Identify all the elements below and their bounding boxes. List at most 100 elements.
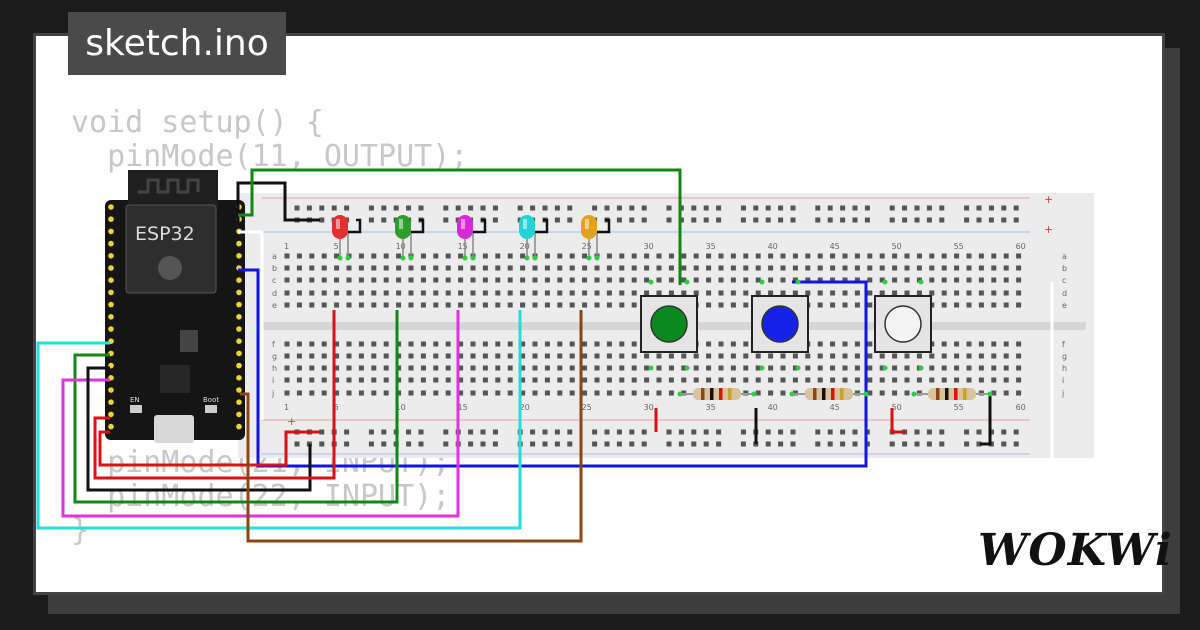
hole xyxy=(743,365,749,371)
hole xyxy=(445,341,451,347)
boot-label: Boot xyxy=(203,396,219,404)
rail-hole xyxy=(914,429,920,435)
file-tab[interactable]: sketch.ino xyxy=(68,12,286,75)
hole xyxy=(420,377,426,383)
hole xyxy=(334,253,340,259)
button-cap[interactable] xyxy=(650,305,688,343)
hole xyxy=(482,377,488,383)
hole xyxy=(532,302,538,308)
hole xyxy=(730,353,736,359)
hole xyxy=(817,341,823,347)
hole xyxy=(1003,302,1009,308)
boot-button[interactable] xyxy=(205,405,217,413)
hole xyxy=(582,377,588,383)
rail-hole xyxy=(827,441,833,447)
hole xyxy=(594,390,600,396)
hole xyxy=(1003,265,1009,271)
pin xyxy=(108,277,114,284)
hole xyxy=(792,265,798,271)
hole xyxy=(916,265,922,271)
button-pin xyxy=(648,365,654,371)
hole xyxy=(334,377,340,383)
hole xyxy=(954,365,960,371)
hole xyxy=(396,302,402,308)
rail-hole xyxy=(740,205,746,211)
rail-hole xyxy=(964,217,970,223)
resistor[interactable] xyxy=(911,388,993,400)
rail-hole xyxy=(406,441,412,447)
hole xyxy=(644,365,650,371)
hole xyxy=(842,277,848,283)
hole xyxy=(854,353,860,359)
pushbutton-white[interactable] xyxy=(874,279,932,371)
hole xyxy=(396,290,402,296)
hole xyxy=(507,365,513,371)
rail-hole xyxy=(964,205,970,211)
hole xyxy=(396,253,402,259)
button-pin xyxy=(918,279,924,285)
hole xyxy=(383,341,389,347)
resistor[interactable] xyxy=(677,388,757,400)
pushbutton-green[interactable] xyxy=(640,279,698,371)
hole xyxy=(532,265,538,271)
resistor-band xyxy=(719,388,723,400)
hole xyxy=(892,390,898,396)
hole xyxy=(706,377,712,383)
hole xyxy=(532,341,538,347)
rail-hole xyxy=(976,205,982,211)
hole xyxy=(941,265,947,271)
pin xyxy=(108,399,114,406)
rail-hole xyxy=(703,205,709,211)
led-orange[interactable] xyxy=(581,215,611,261)
led-red[interactable] xyxy=(332,215,362,261)
rail-hole xyxy=(641,205,647,211)
hole xyxy=(718,253,724,259)
resistor-band xyxy=(822,388,826,400)
resistor-body xyxy=(805,388,853,400)
led-cyan[interactable] xyxy=(519,215,549,261)
rail-hole xyxy=(492,217,498,223)
hole xyxy=(408,265,414,271)
hole xyxy=(358,277,364,283)
rail-hole xyxy=(1001,205,1007,211)
rail-hole xyxy=(827,205,833,211)
hole xyxy=(842,341,848,347)
pushbutton-blue[interactable] xyxy=(751,279,809,371)
hole xyxy=(507,302,513,308)
hole xyxy=(321,277,327,283)
hole xyxy=(321,302,327,308)
hole xyxy=(433,290,439,296)
pin xyxy=(108,289,114,296)
hole xyxy=(954,341,960,347)
hole xyxy=(520,377,526,383)
hole xyxy=(445,390,451,396)
hole xyxy=(830,265,836,271)
led-magenta[interactable] xyxy=(457,215,487,261)
wire-black-short xyxy=(980,396,992,446)
button-cap[interactable] xyxy=(761,305,799,343)
button-pin xyxy=(759,279,765,285)
resistor[interactable] xyxy=(789,388,869,400)
hole xyxy=(631,290,637,296)
hole xyxy=(520,302,526,308)
led-green[interactable] xyxy=(395,215,425,261)
led-highlight xyxy=(585,219,589,229)
hole xyxy=(408,277,414,283)
hole xyxy=(916,290,922,296)
hole xyxy=(706,265,712,271)
hole xyxy=(606,265,612,271)
button-cap[interactable] xyxy=(884,305,922,343)
wire-red xyxy=(93,310,336,480)
hole xyxy=(842,353,848,359)
hole xyxy=(458,365,464,371)
hole xyxy=(668,277,674,283)
wire-blue xyxy=(238,268,868,468)
hole xyxy=(396,277,402,283)
pin xyxy=(236,350,242,357)
hole xyxy=(879,365,885,371)
en-button[interactable] xyxy=(130,405,142,413)
hole xyxy=(854,253,860,259)
hole xyxy=(941,341,947,347)
hole xyxy=(668,365,674,371)
rail-hole xyxy=(939,205,945,211)
